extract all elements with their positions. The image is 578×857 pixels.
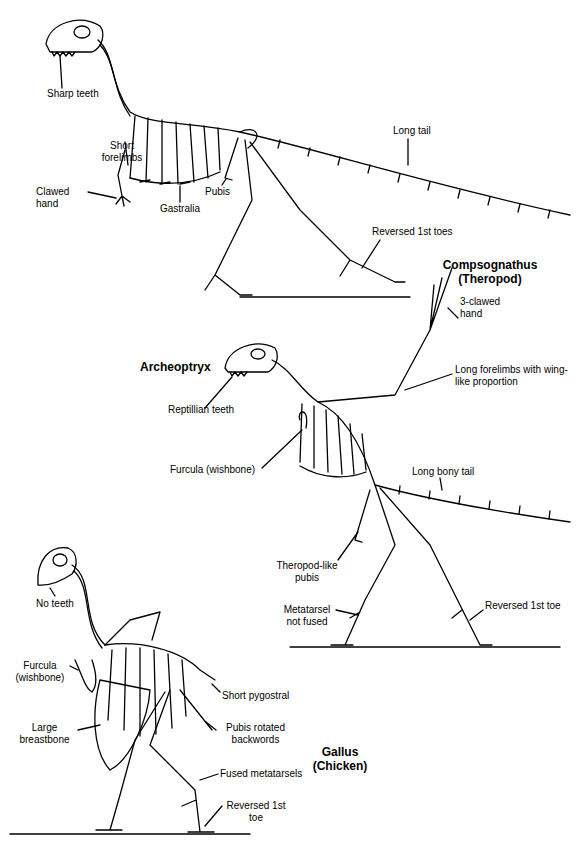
species-title: Archeoptryx xyxy=(140,360,211,374)
chicken-skeleton xyxy=(10,548,250,834)
feature-label: Long tail xyxy=(393,125,431,137)
species-title: Gallus (Chicken) xyxy=(300,745,380,773)
feature-label: Long bony tail xyxy=(412,466,474,478)
feature-label: Reversed 1st toe xyxy=(225,800,287,824)
feature-label: Pubis rotated backwords xyxy=(218,722,293,746)
feature-label: Reversed 1st toes xyxy=(372,226,453,238)
feature-label: Fused metatarsels xyxy=(220,768,302,780)
feature-label: Pubis xyxy=(205,186,230,198)
feature-label: Clawed hand xyxy=(36,186,86,210)
feature-label: Reptillian teeth xyxy=(168,404,234,416)
feature-label: Long forelimbs with wing-like proportion xyxy=(455,364,573,388)
compsognathus-skeleton xyxy=(46,20,570,297)
feature-label: 3-clawed hand xyxy=(460,296,520,320)
feature-label: Furcula (wishbone) xyxy=(10,660,70,684)
feature-label: Short pygostral xyxy=(222,690,289,702)
feature-label: Furcula (wishbone) xyxy=(170,464,255,476)
feature-label: Metatarsel not fused xyxy=(276,604,338,628)
feature-label: No teeth xyxy=(36,598,74,610)
feature-label: Short forelimbs xyxy=(92,140,152,164)
feature-label: Theropod-like pubis xyxy=(276,560,338,584)
feature-label: Large breastbone xyxy=(12,722,77,746)
feature-label: Reversed 1st toe xyxy=(485,600,570,612)
species-title: Compsognathus (Theropod) xyxy=(425,258,555,286)
feature-label: Sharp teeth xyxy=(47,88,99,100)
archaeopteryx-skeleton xyxy=(205,268,570,647)
feature-label: Gastralia xyxy=(160,203,200,215)
